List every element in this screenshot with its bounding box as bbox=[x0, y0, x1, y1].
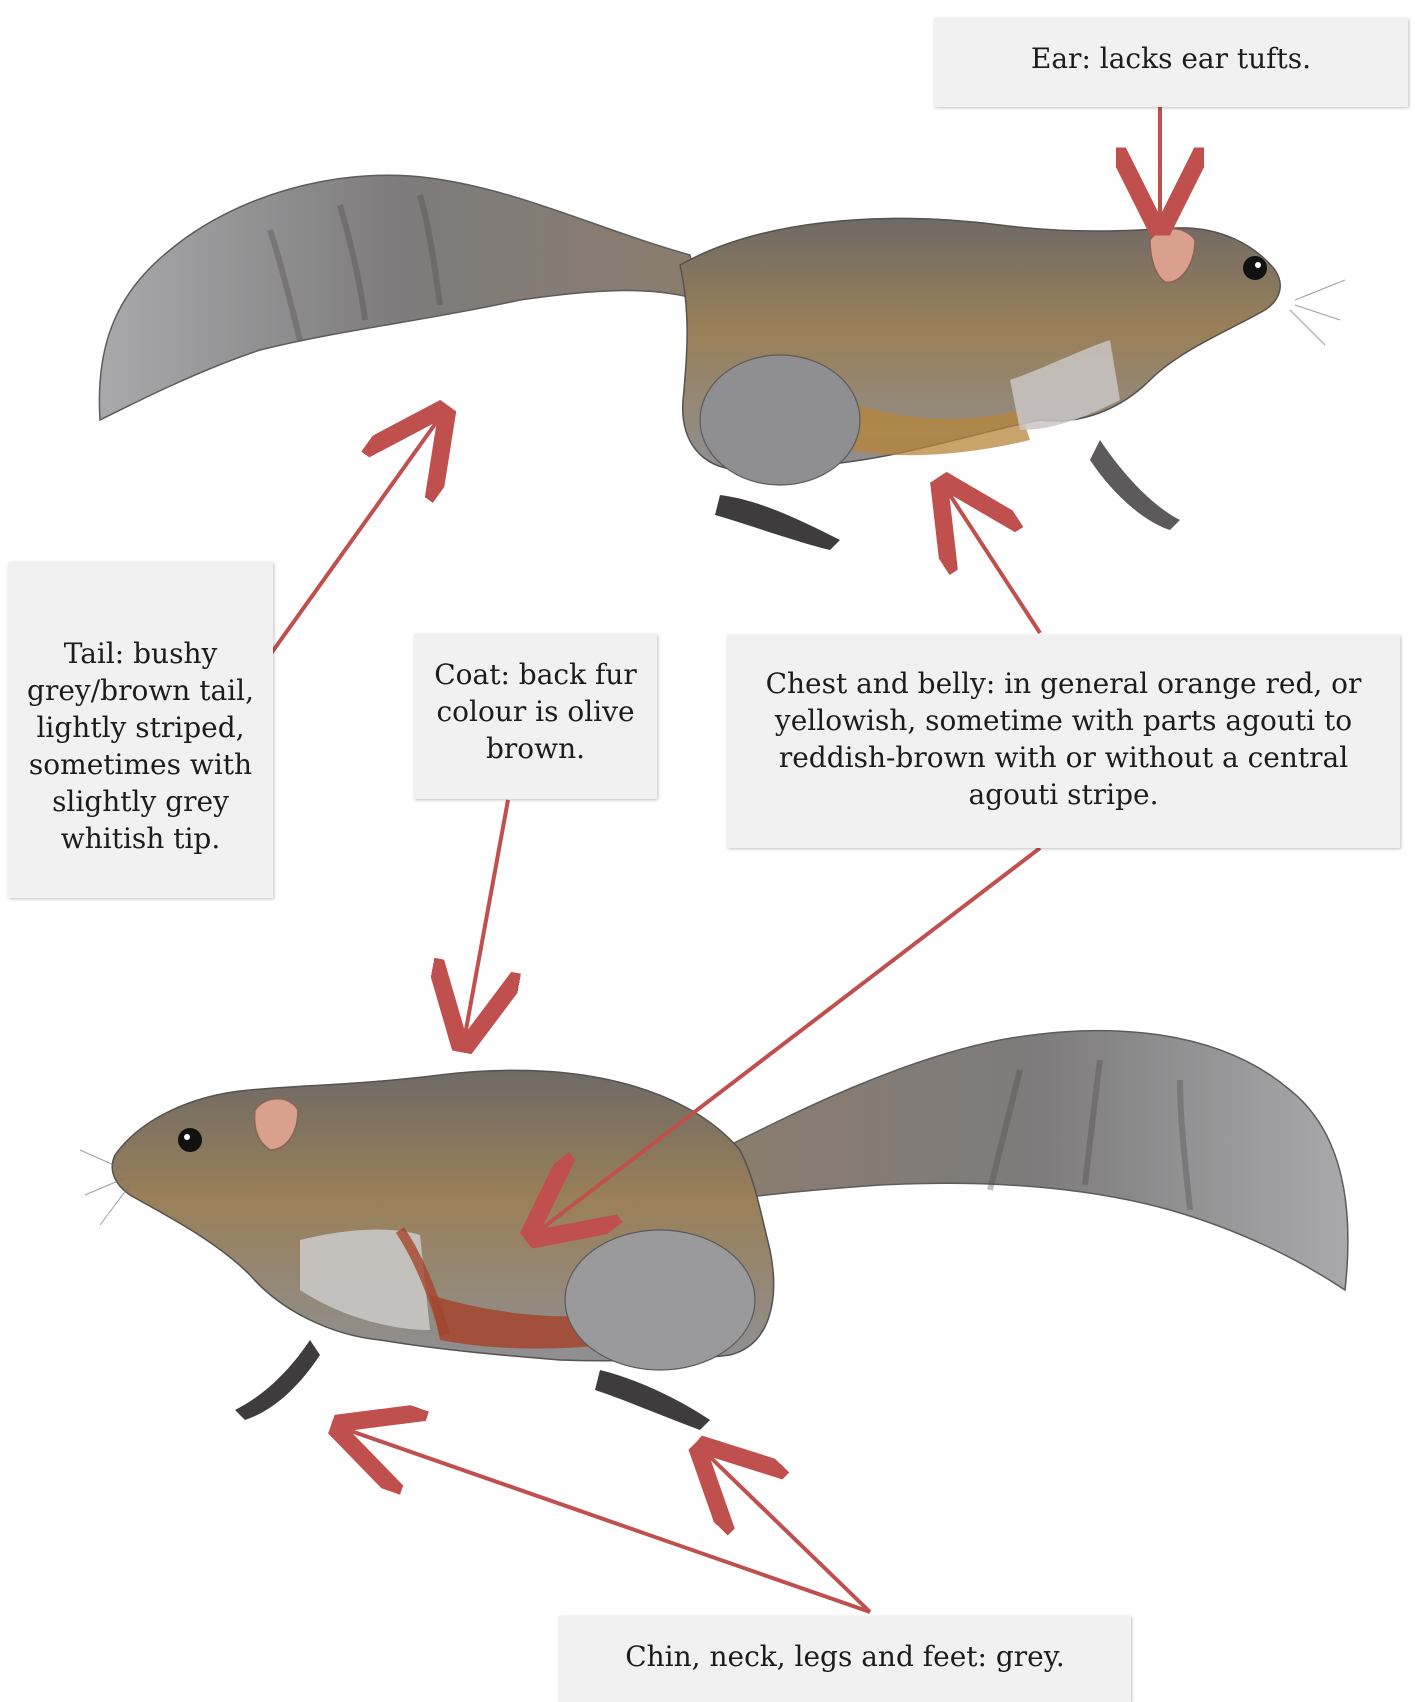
tail-callout: Tail: bushy grey/brown tail, lightly str… bbox=[8, 562, 273, 898]
coat-label: Coat: back fur colour is olive brown. bbox=[428, 656, 643, 767]
chin-neck-legs-callout: Chin, neck, legs and feet: grey. bbox=[559, 1616, 1131, 1702]
top-squirrel-illustration bbox=[99, 175, 1345, 550]
top-squirrel-tail bbox=[99, 175, 700, 420]
ear-label: Ear: lacks ear tufts. bbox=[1031, 40, 1311, 77]
bottom-squirrel-tail bbox=[720, 1031, 1348, 1290]
arrow-tail bbox=[270, 420, 438, 655]
top-squirrel-haunch bbox=[700, 355, 860, 485]
top-squirrel-hind-foot bbox=[715, 495, 840, 550]
arrow-chest-top bbox=[948, 492, 1040, 633]
top-squirrel-eye bbox=[1243, 256, 1267, 280]
arrow-coat bbox=[465, 800, 508, 1035]
chin-neck-legs-label: Chin, neck, legs and feet: grey. bbox=[625, 1638, 1065, 1675]
bottom-squirrel-eye bbox=[178, 1128, 202, 1152]
top-squirrel-fore-foot bbox=[1090, 440, 1180, 530]
top-squirrel-eye-highlight bbox=[1255, 262, 1261, 268]
bottom-squirrel-illustration bbox=[80, 1031, 1348, 1430]
top-squirrel-whiskers bbox=[1290, 280, 1345, 345]
bottom-squirrel-eye-highlight bbox=[184, 1134, 190, 1140]
bottom-squirrel-fore-foot bbox=[235, 1340, 320, 1420]
coat-callout: Coat: back fur colour is olive brown. bbox=[414, 634, 657, 799]
arrow-legs-front bbox=[348, 1430, 870, 1612]
arrow-legs-hind bbox=[708, 1455, 870, 1612]
chest-belly-label: Chest and belly: in general orange red, … bbox=[741, 665, 1386, 813]
chest-belly-callout: Chest and belly: in general orange red, … bbox=[727, 635, 1400, 848]
ear-callout: Ear: lacks ear tufts. bbox=[934, 18, 1408, 107]
bottom-squirrel-haunch bbox=[565, 1230, 755, 1370]
tail-label: Tail: bushy grey/brown tail, lightly str… bbox=[22, 635, 259, 857]
bottom-squirrel-hind-foot bbox=[595, 1370, 710, 1430]
